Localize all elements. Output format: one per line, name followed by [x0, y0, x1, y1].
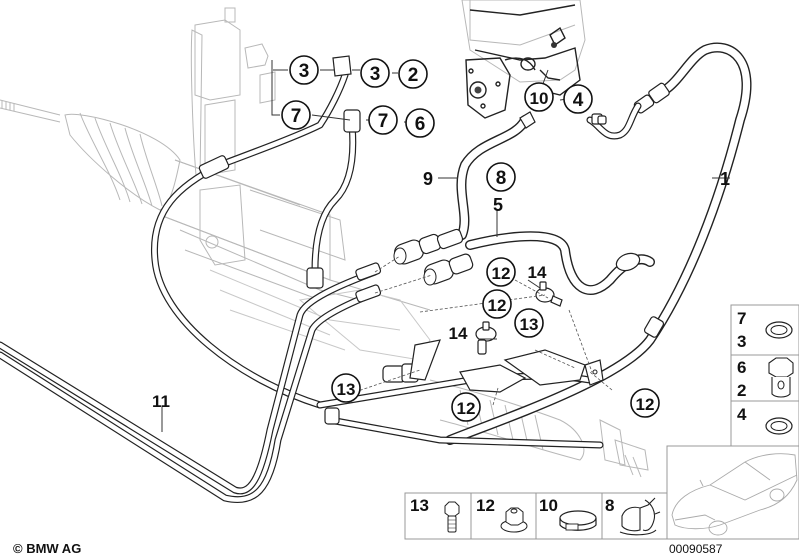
callout-7b[interactable]: 7 [368, 105, 398, 135]
callout-6[interactable]: 6 [405, 108, 435, 138]
legend-label: 3 [737, 332, 746, 351]
legend-right: 7 3 6 2 4 [730, 304, 799, 447]
callout-8[interactable]: 8 [486, 162, 516, 192]
legend-item-bolt-6-2[interactable]: 6 2 [737, 357, 794, 400]
pressure-switch-upper [535, 281, 563, 307]
hose-9 [456, 111, 536, 240]
coupling-upper [393, 228, 464, 265]
legend-item-clamp-10[interactable]: 10 [539, 496, 597, 531]
callout-12a[interactable]: 12 [486, 257, 516, 287]
pressure-switch-lower [475, 321, 497, 355]
coupling-lower [423, 253, 474, 286]
image-number: 00090587 [669, 542, 723, 556]
callout-12d[interactable]: 12 [630, 388, 660, 418]
legend-label: 12 [476, 496, 495, 515]
legend-label: 10 [539, 496, 558, 515]
leader-lines [161, 60, 730, 432]
callout-label: 3 [370, 64, 381, 85]
legend-label: 7 [737, 309, 746, 328]
callout-9[interactable]: 9 [423, 169, 433, 189]
hose-clip-icon [619, 497, 661, 536]
sealing-ring-icon [765, 417, 793, 435]
callout-2[interactable]: 2 [398, 59, 428, 89]
legend-item-seal-7-3[interactable]: 7 3 [737, 309, 793, 351]
legend-bottom: 13 12 10 8 [404, 492, 668, 540]
callout-label: 12 [492, 264, 511, 283]
car-outline-icon [671, 453, 798, 536]
callout-label: 12 [636, 395, 655, 414]
callout-label: 7 [291, 106, 302, 127]
callout-13b[interactable]: 13 [331, 373, 361, 403]
callout-label: 2 [408, 65, 419, 86]
hose-1 [445, 42, 752, 445]
callout-label: 7 [378, 111, 389, 132]
callout-12c[interactable]: 12 [451, 392, 481, 422]
callout-4[interactable]: 4 [563, 84, 593, 114]
legend-label: 13 [410, 496, 429, 515]
callout-14a[interactable]: 14 [528, 263, 547, 282]
hex-bolt-icon [444, 501, 460, 533]
legend-label: 4 [737, 405, 747, 424]
callout-7a[interactable]: 7 [281, 100, 311, 130]
legend-item-bolt-13[interactable]: 13 [410, 496, 460, 533]
pipe-11 [0, 262, 382, 504]
vehicle-thumbnail [666, 445, 799, 540]
callout-12b[interactable]: 12 [482, 289, 512, 319]
legend-item-seal-4[interactable]: 4 [737, 405, 793, 435]
callout-1[interactable]: 1 [720, 169, 730, 189]
legend-item-nut-12[interactable]: 12 [476, 496, 528, 533]
callout-label: 12 [457, 399, 476, 418]
callout-3b[interactable]: 3 [360, 58, 390, 88]
callout-14b[interactable]: 14 [449, 324, 468, 343]
callout-11[interactable]: 11 [152, 392, 170, 411]
callout-5[interactable]: 5 [493, 195, 503, 215]
callout-label: 4 [573, 90, 584, 111]
callout-10[interactable]: 10 [524, 82, 554, 112]
pipe-upper-lines [150, 55, 361, 409]
power-steering-pump [461, 0, 586, 119]
legend-item-clip-8[interactable]: 8 [605, 496, 661, 536]
callout-label: 8 [496, 168, 507, 189]
callout-3a[interactable]: 3 [289, 55, 319, 85]
callout-label: 13 [337, 380, 356, 399]
pipe-5 [465, 231, 655, 295]
sealing-ring-icon [765, 321, 793, 339]
callout-label: 3 [299, 61, 310, 82]
hose-clamp-icon [559, 510, 597, 531]
callout-13a[interactable]: 13 [514, 308, 544, 338]
callout-label: 13 [520, 315, 539, 334]
callout-label: 12 [488, 296, 507, 315]
pipe-lower-cross [316, 339, 604, 449]
callout-label: 6 [415, 114, 426, 135]
banjo-bolt-icon [768, 357, 794, 398]
callout-label: 10 [530, 89, 549, 108]
collar-nut-icon [500, 507, 528, 533]
copyright-text: © BMW AG [13, 541, 81, 556]
legend-label: 8 [605, 496, 614, 515]
legend-label: 6 [737, 358, 746, 377]
legend-label: 2 [737, 381, 746, 400]
